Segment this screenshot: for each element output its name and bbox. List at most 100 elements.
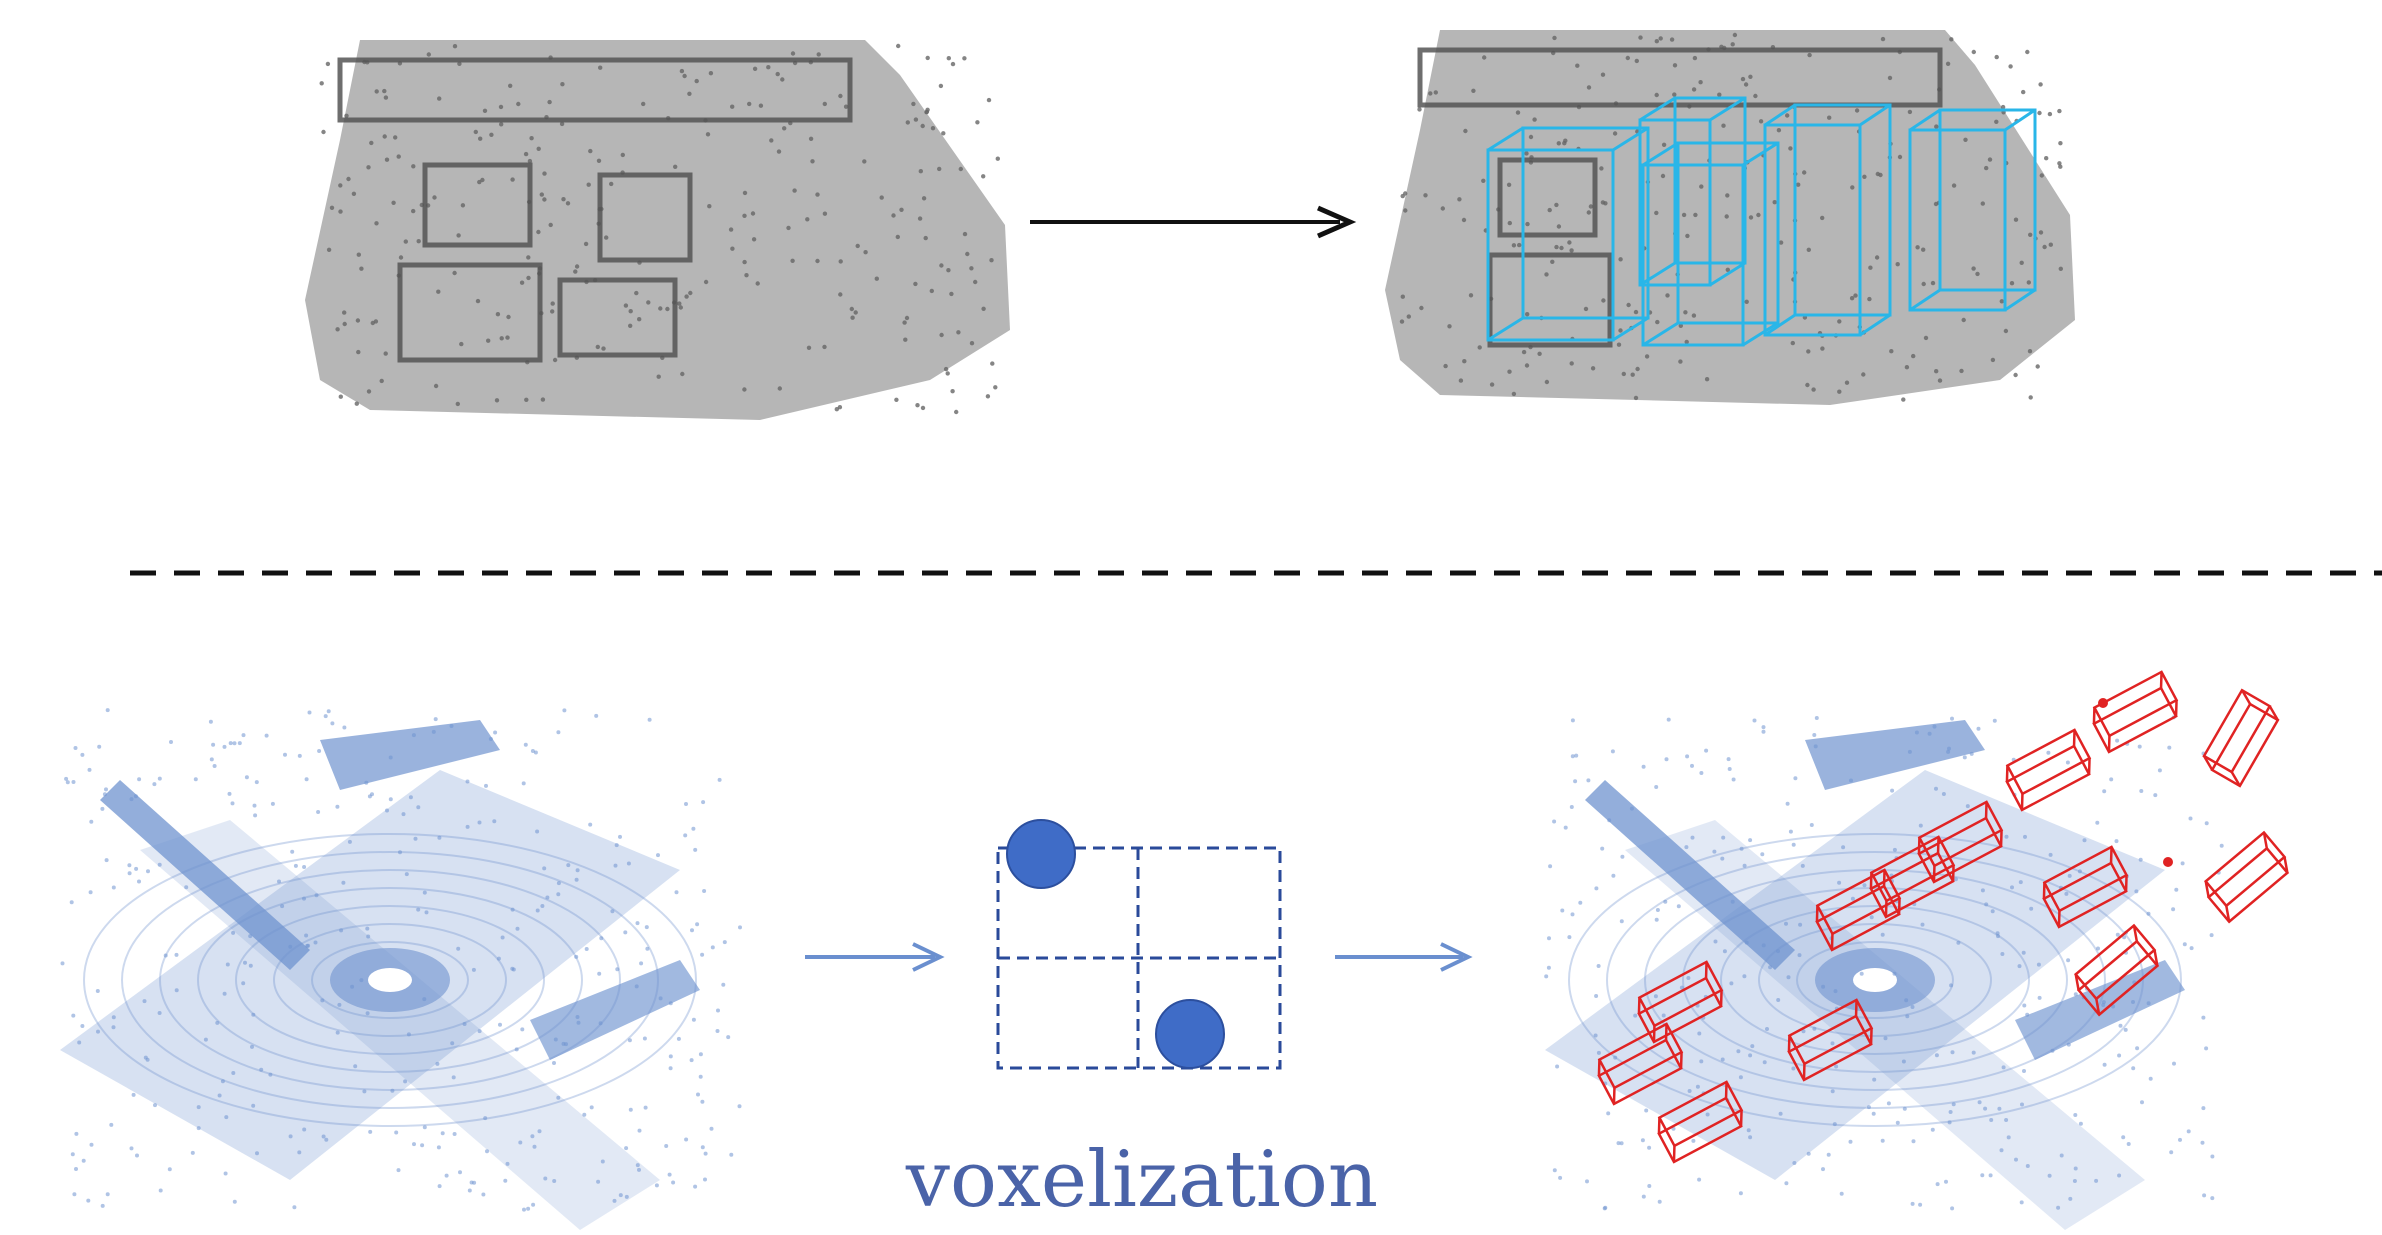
point [499, 122, 504, 127]
box-bottom [2042, 861, 2128, 929]
point [700, 1099, 705, 1104]
box-edge [1639, 96, 1676, 122]
point [1834, 1064, 1839, 1069]
box-edge [1487, 126, 1524, 152]
point [458, 1170, 462, 1175]
point [2009, 281, 2015, 286]
point [1428, 91, 1433, 96]
point [530, 749, 535, 753]
box-edge [1739, 1110, 1743, 1127]
point [995, 156, 1000, 161]
point [769, 138, 774, 143]
point [1633, 1013, 1638, 1018]
point [975, 120, 980, 125]
point [1611, 873, 1616, 878]
point [1507, 369, 1512, 374]
point [618, 834, 622, 839]
point [1930, 1127, 1935, 1132]
box-edge [2283, 856, 2289, 874]
point [1776, 949, 1780, 954]
box-edge [2020, 793, 2024, 811]
point [1727, 767, 1732, 771]
point [1570, 718, 1575, 723]
point [923, 235, 928, 241]
box-edge [1897, 898, 1901, 915]
point [231, 1071, 236, 1075]
building-edge [100, 780, 310, 970]
point [656, 374, 661, 379]
point [939, 332, 944, 338]
point [989, 258, 994, 263]
point [524, 397, 529, 402]
point [388, 755, 393, 760]
point [398, 255, 404, 260]
scan-ring [1758, 923, 1992, 1037]
point [2204, 1046, 2209, 1051]
point [222, 744, 227, 749]
point [1962, 755, 1967, 760]
point [74, 1131, 79, 1136]
point [102, 792, 107, 797]
scan-ring [83, 833, 697, 1127]
point [1971, 266, 1976, 271]
point [422, 890, 427, 895]
point [305, 943, 310, 948]
point [478, 136, 483, 141]
point [302, 896, 306, 901]
box-back-face [1793, 103, 1892, 317]
point [2102, 1062, 2107, 1067]
point [1911, 1139, 1916, 1144]
scan-ring [159, 869, 621, 1091]
point [167, 1167, 172, 1172]
point [2058, 266, 2063, 271]
point [1758, 119, 1764, 124]
point [2139, 789, 2144, 793]
vehicle-box [2203, 830, 2290, 924]
point [241, 733, 246, 738]
point [516, 101, 521, 107]
point [498, 104, 504, 110]
point [1750, 1044, 1755, 1049]
point [499, 336, 504, 341]
point [2042, 244, 2047, 250]
point [2038, 230, 2044, 235]
point [1578, 900, 1583, 905]
point [705, 132, 711, 137]
point [325, 61, 331, 67]
point [1672, 63, 1678, 68]
point [2057, 161, 2062, 166]
point [2096, 946, 2100, 951]
point [703, 1151, 708, 1156]
point [1419, 305, 1424, 311]
point [1977, 1100, 1982, 1105]
point [404, 872, 409, 877]
point [1511, 391, 1517, 397]
point [782, 126, 787, 131]
point [552, 1061, 556, 1065]
point [1947, 1120, 1952, 1125]
point [1678, 359, 1683, 364]
point [356, 252, 361, 257]
point [1625, 55, 1631, 61]
point [465, 779, 470, 784]
point [531, 1202, 536, 1207]
point [254, 780, 259, 785]
point [1583, 306, 1589, 312]
point [335, 1030, 340, 1035]
point [1732, 32, 1738, 38]
vehicle-box [1917, 800, 2004, 884]
point [1907, 749, 1912, 754]
point [1626, 302, 1631, 308]
point [495, 312, 501, 317]
lidar-points [60, 708, 742, 1212]
point [2058, 141, 2063, 146]
point [2135, 1046, 2140, 1051]
point [364, 780, 369, 785]
point [981, 174, 986, 179]
point [477, 820, 482, 825]
point [523, 742, 528, 747]
box-edge [1704, 961, 1708, 979]
point [1959, 368, 1964, 374]
point [1910, 1005, 1915, 1009]
point [1742, 974, 1747, 979]
